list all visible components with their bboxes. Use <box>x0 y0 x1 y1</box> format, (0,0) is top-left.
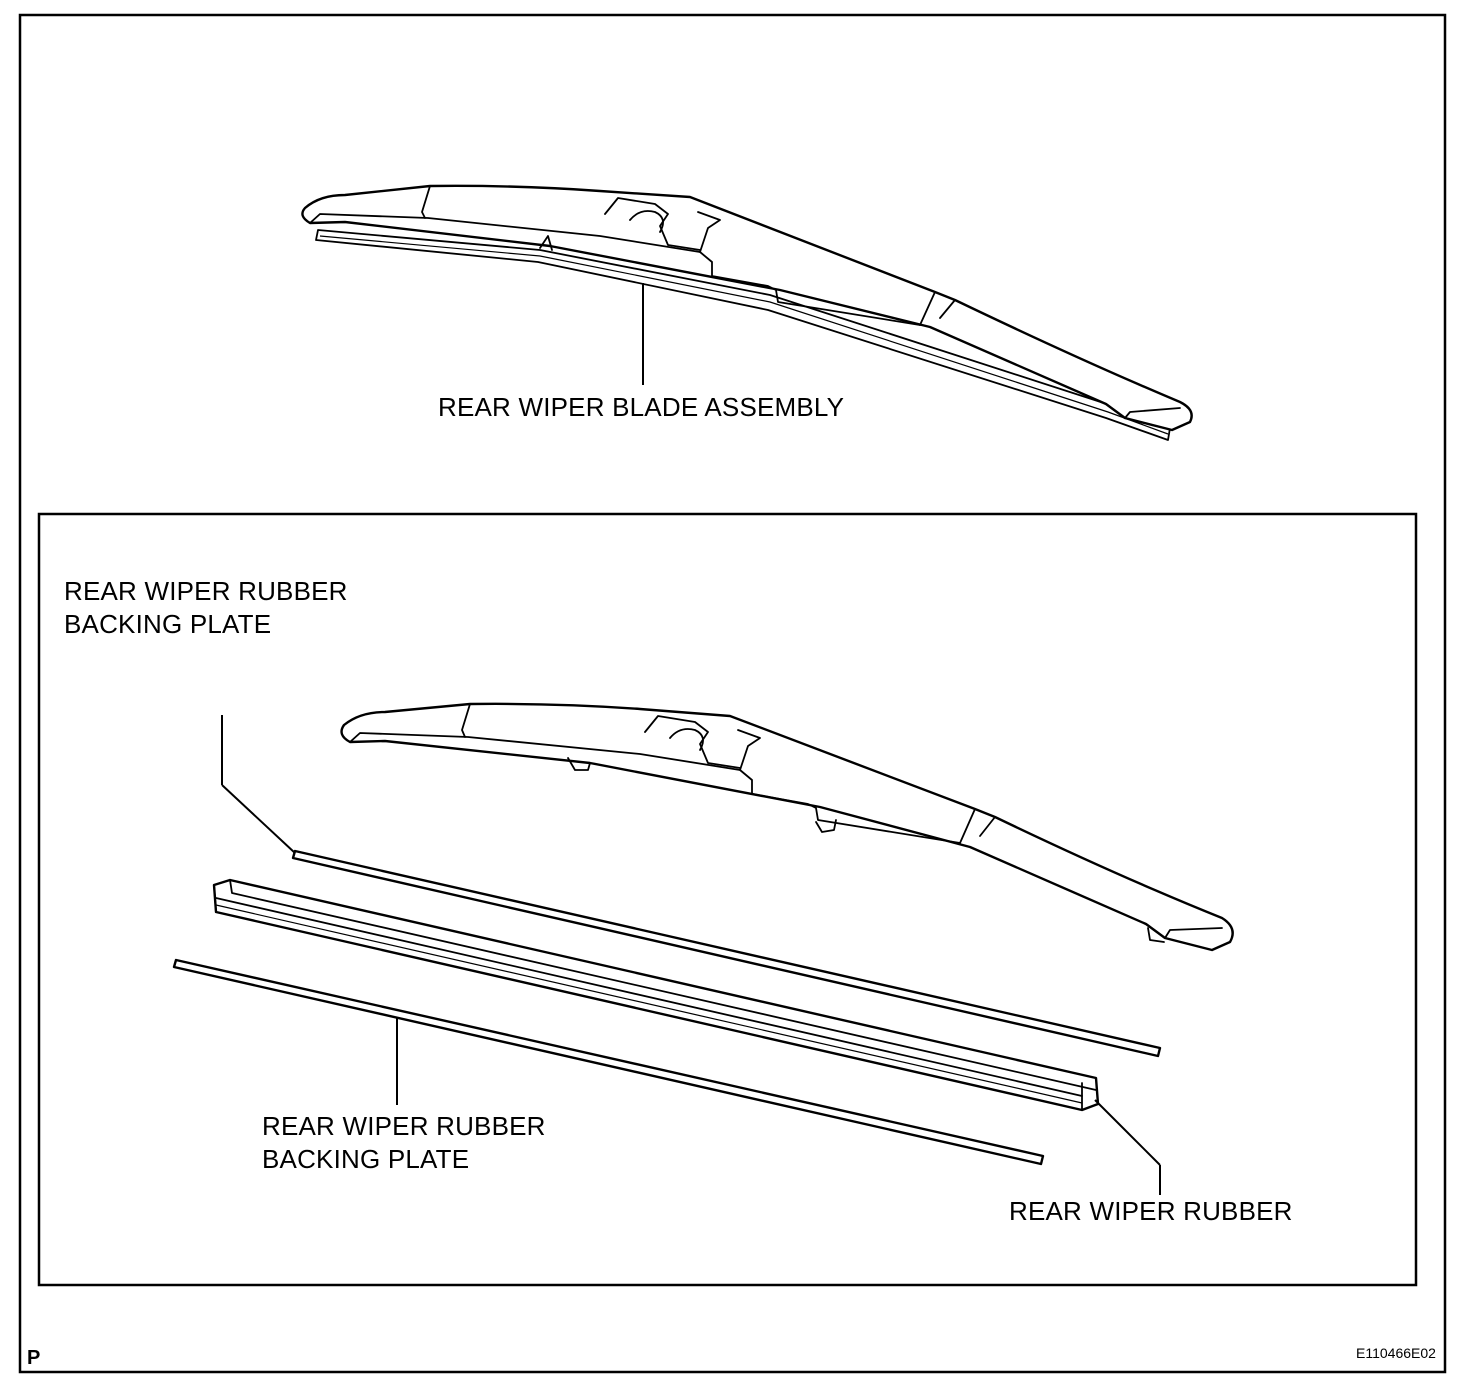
label-backing-plate-top-1: REAR WIPER RUBBER <box>64 576 348 606</box>
label-rubber: REAR WIPER RUBBER <box>1009 1196 1293 1226</box>
label-backing-plate-bottom-2: BACKING PLATE <box>262 1144 470 1174</box>
upper-backing-plate <box>291 849 1162 1058</box>
rubber-strip <box>212 878 1100 1112</box>
label-backing-plate-bottom-1: REAR WIPER RUBBER <box>262 1111 546 1141</box>
lower-backing-plate <box>172 958 1045 1166</box>
corner-mark: P <box>27 1347 41 1369</box>
figure-code: E110466E02 <box>1356 1345 1436 1361</box>
upper-backing-plate-leader-d <box>221 784 296 854</box>
assembly-blade <box>301 184 1193 441</box>
label-backing-plate-top-2: BACKING PLATE <box>64 609 272 639</box>
blade-frame <box>340 702 1234 952</box>
outer-frame <box>18 13 1447 1374</box>
detail-frame <box>37 512 1418 1287</box>
label-assembly: REAR WIPER BLADE ASSEMBLY <box>438 392 845 422</box>
rubber-leader-d <box>1094 1099 1161 1166</box>
